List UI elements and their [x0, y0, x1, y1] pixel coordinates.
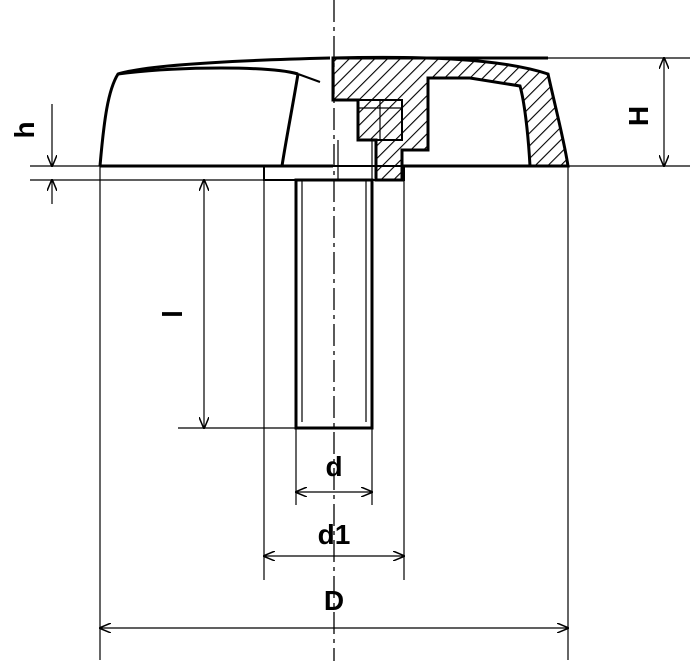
dimension-H: H	[623, 58, 664, 166]
extension-lines	[30, 57, 690, 660]
label-d1: d1	[318, 519, 351, 550]
label-h: h	[9, 121, 40, 138]
dimension-h: h	[9, 104, 52, 204]
dimension-l: l	[157, 180, 204, 428]
base-flange	[100, 164, 405, 181]
knob-body-left	[98, 56, 331, 167]
hex-screw-head	[357, 99, 403, 141]
label-l: l	[157, 310, 188, 318]
knob-section-right	[331, 55, 570, 182]
dimension-d: d	[296, 451, 372, 492]
label-d: d	[325, 451, 342, 482]
label-H: H	[623, 106, 654, 126]
dimension-D: D	[100, 585, 568, 628]
label-D: D	[324, 585, 344, 616]
dimension-d1: d1	[264, 519, 404, 556]
